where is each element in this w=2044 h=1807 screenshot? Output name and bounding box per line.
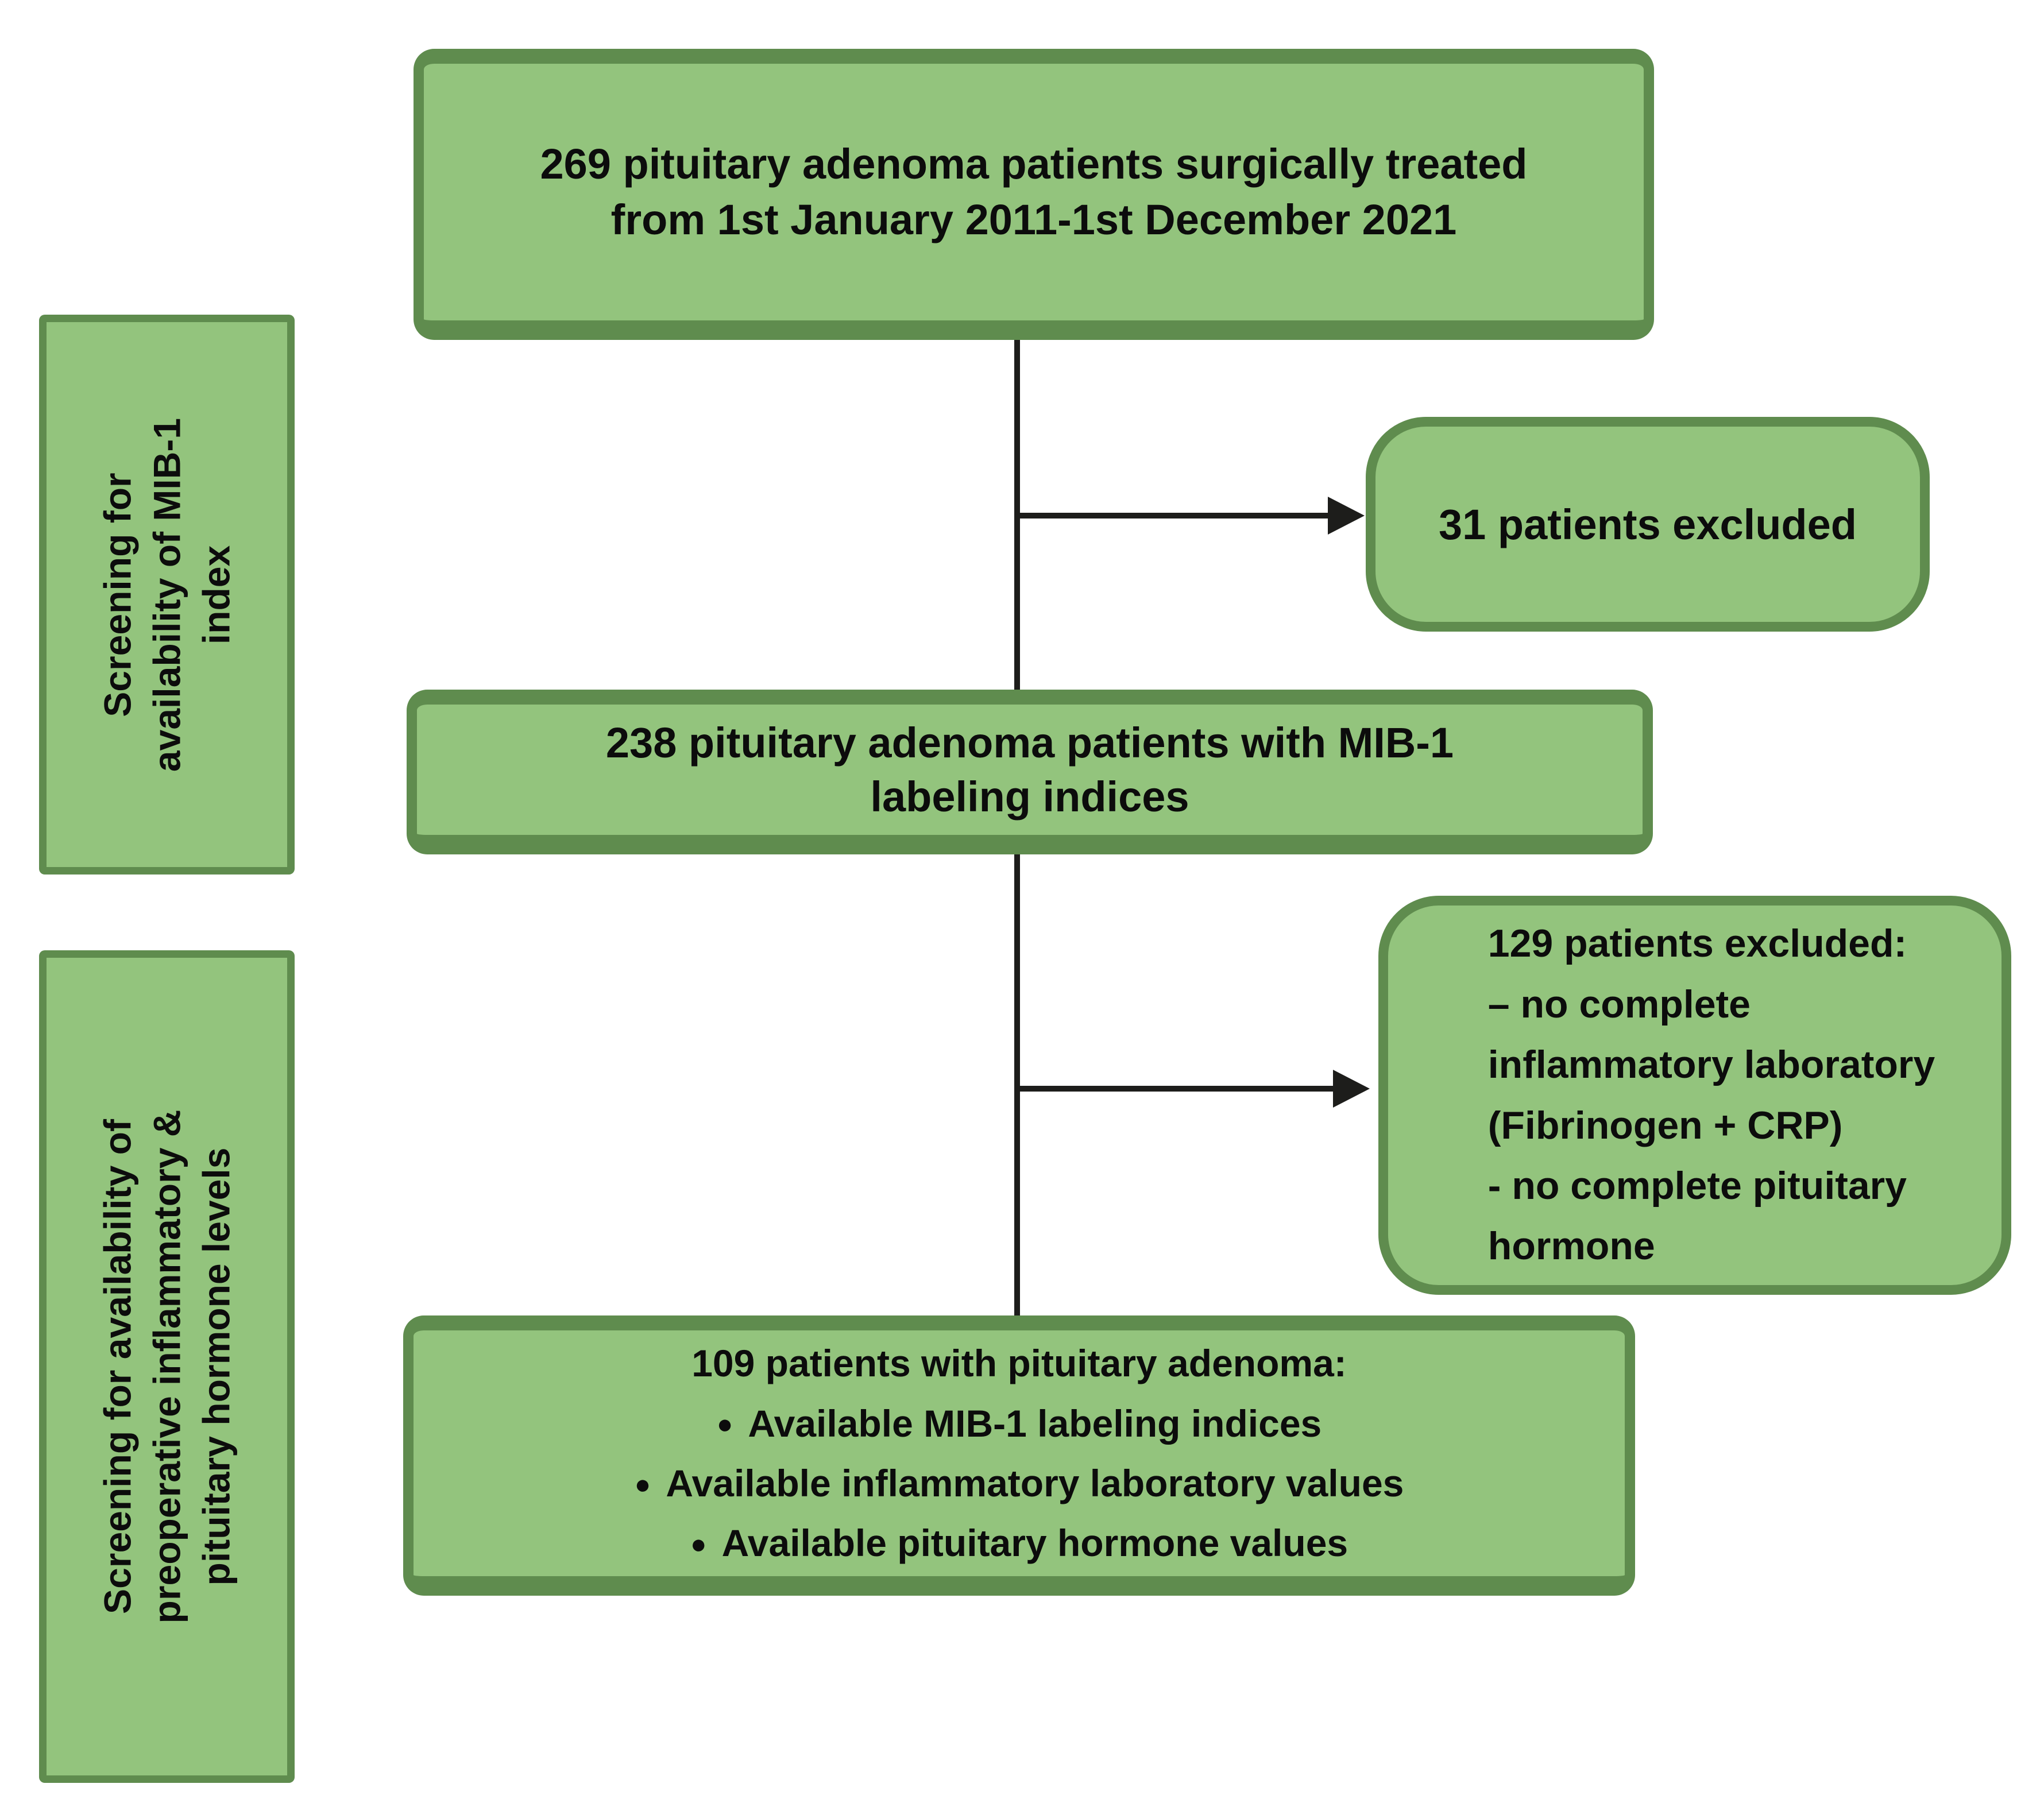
connector-238-to-109 (1014, 854, 1020, 1317)
box-129-line-4: (Fibrinogen + CRP) (1487, 1103, 1843, 1147)
box-269-line-1: 269 pituitary adenoma patients surgicall… (540, 140, 1528, 188)
box-269-patients: 269 pituitary adenoma patients surgicall… (414, 49, 1654, 340)
box-31-label: 31 patients excluded (1439, 500, 1857, 548)
sidebar-mib1-line-2: availability of MIB-1 (145, 417, 188, 772)
box-109-item-1: Available MIB-1 labeling indices (748, 1402, 1322, 1445)
box-238-line-1: 238 pituitary adenoma patients with MIB-… (605, 719, 1454, 767)
box-129-line-3: inflammatory laboratory (1487, 1043, 1935, 1087)
box-269-text: 269 pituitary adenoma patients surgicall… (540, 137, 1527, 247)
bullet-dot-icon: ● (634, 1469, 651, 1500)
box-129-excluded: 129 patients excluded: – no complete inf… (1378, 896, 2011, 1295)
box-109-item-3: Available pituitary hormone values (721, 1522, 1349, 1565)
branch-arrow-129-shaft (1017, 1086, 1337, 1092)
box-269-line-2: from 1st January 2011-1st December 2021 (611, 195, 1457, 243)
arrowhead-31-icon (1328, 497, 1365, 535)
bullet-dot-icon: ● (690, 1529, 707, 1560)
sidebar-mib1-line-1: Screening for (95, 472, 138, 717)
branch-arrow-31-shaft (1017, 513, 1332, 519)
sidebar-infl-line-3: pituitary hormone levels (194, 1147, 237, 1586)
sidebar-screening-inflammatory-text: Screening for availability of preoperati… (93, 1110, 241, 1624)
box-129-text: 129 patients excluded: – no complete inf… (1488, 906, 1935, 1285)
box-129-line-6: hormone (1487, 1224, 1655, 1268)
sidebar-screening-mib1-text: Screening for availability of MIB-1 inde… (93, 417, 241, 771)
box-109-patients: 109 patients with pituitary adenoma: ● A… (403, 1315, 1635, 1596)
box-109-item-2: Available inflammatory laboratory values (666, 1462, 1404, 1504)
sidebar-mib1-line-3: index (194, 545, 237, 644)
box-109-bullet-item-3: ● Available pituitary hormone values (690, 1513, 1348, 1573)
box-109-bullet-item-1: ● Available MIB-1 labeling indices (717, 1394, 1322, 1453)
box-238-text: 238 pituitary adenoma patients with MIB-… (606, 716, 1454, 823)
sidebar-infl-line-2: preoperative inflammatory & (145, 1109, 188, 1624)
arrowhead-129-icon (1333, 1070, 1370, 1108)
box-109-title: 109 patients with pituitary adenoma: (691, 1342, 1347, 1385)
box-238-patients: 238 pituitary adenoma patients with MIB-… (407, 690, 1653, 854)
box-109-bullet-item-2: ● Available inflammatory laboratory valu… (635, 1453, 1404, 1513)
bullet-dot-icon: ● (716, 1409, 733, 1440)
sidebar-screening-inflammatory: Screening for availability of preoperati… (39, 950, 295, 1783)
sidebar-screening-mib1: Screening for availability of MIB-1 inde… (39, 315, 295, 875)
box-238-line-2: labeling indices (870, 772, 1189, 821)
box-129-line-1: 129 patients excluded: (1487, 922, 1907, 966)
sidebar-infl-line-1: Screening for availability of (95, 1119, 138, 1614)
box-31-excluded: 31 patients excluded (1366, 417, 1930, 632)
box-129-line-2: – no complete (1487, 982, 1751, 1026)
box-129-line-5: - no complete pituitary (1487, 1163, 1907, 1208)
